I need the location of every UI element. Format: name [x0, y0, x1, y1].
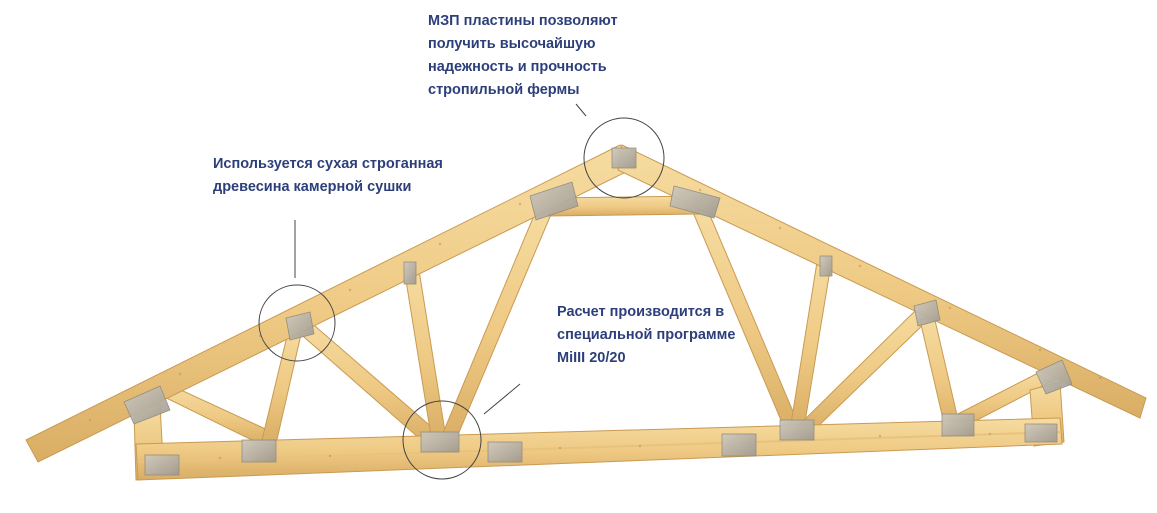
plate [529, 181, 579, 221]
plate [779, 419, 815, 441]
wood-grain [88, 188, 1102, 460]
leader-line-apex [575, 103, 587, 117]
plate [144, 454, 180, 476]
annotation-line: Используется сухая строганная [213, 156, 443, 172]
annotation-timber: Используется сухая строганная древесина … [213, 153, 443, 199]
truss-webs [148, 195, 1059, 447]
plate [487, 441, 523, 463]
plate [1024, 423, 1058, 443]
plate [285, 311, 315, 341]
callout-circle-bottom-joint [402, 400, 482, 480]
annotation-line: MiIII 20/20 [557, 350, 626, 366]
plate [819, 255, 833, 277]
callout-circle-left-joint [258, 284, 336, 362]
annotation-line: МЗП пластины позволяют [428, 13, 618, 29]
leader-line-bottom [483, 383, 521, 415]
bottom-chord [135, 417, 1063, 481]
plate [669, 185, 721, 219]
annotation-software: Расчет производится в специальной програ… [557, 301, 735, 370]
plate [403, 261, 417, 285]
annotation-line: стропильной фермы [428, 82, 580, 98]
annotation-line: древесина камерной сушки [213, 179, 412, 195]
annotation-line: надежность и прочность [428, 59, 607, 75]
plate [941, 413, 975, 437]
plate [721, 433, 757, 457]
annotation-line: Расчет производится в [557, 304, 725, 320]
plate [1035, 359, 1073, 395]
annotation-line: получить высочайшую [428, 36, 596, 52]
plate [611, 147, 637, 169]
callouts [258, 103, 665, 480]
plate [913, 299, 941, 327]
annotation-plates: МЗП пластины позволяют получить высочайш… [428, 10, 618, 102]
plate [420, 431, 460, 453]
plate [241, 439, 277, 463]
connector-plates [123, 147, 1073, 476]
callout-circle-apex [583, 117, 665, 199]
annotation-line: специальной программе [557, 327, 736, 343]
plate [123, 385, 171, 425]
